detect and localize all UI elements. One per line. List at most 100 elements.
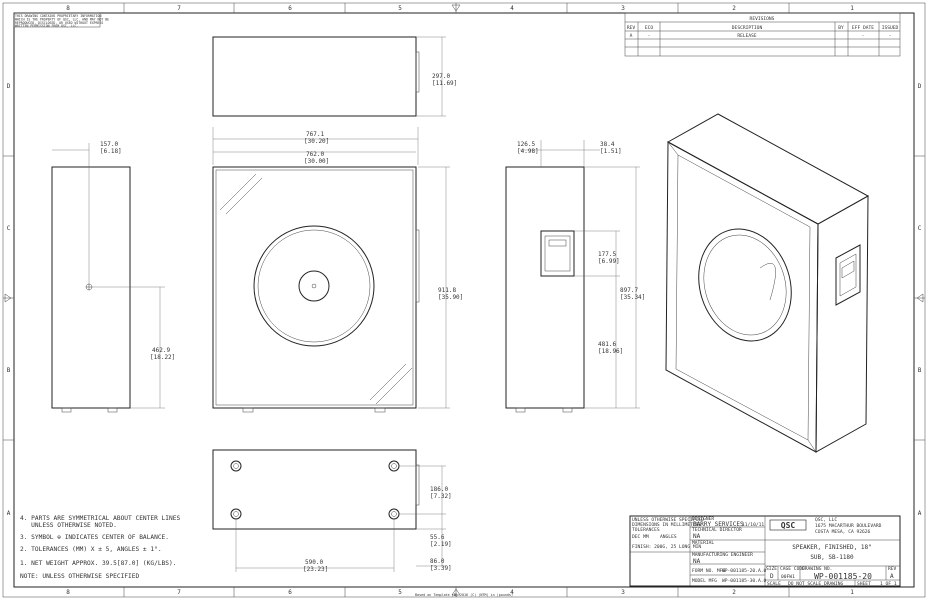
dim-front-width-outer-in: [30.20] bbox=[304, 138, 329, 145]
bottom-view: 186.0 [7.32] 55.6 [2.19] 86.0 [3.39] 590… bbox=[212, 449, 452, 573]
proprietary-notice: THIS DRAWING CONTAINS PROPRIETARY INFORM… bbox=[13, 12, 109, 28]
iso-woofer bbox=[698, 228, 792, 342]
rev-cell: A bbox=[630, 33, 633, 39]
front-width-dims: 767.1 [30.20] 762.0 [30.00] bbox=[212, 127, 419, 165]
dim-front-height-in: [35.90] bbox=[438, 294, 463, 301]
scale-label: SCALE bbox=[767, 581, 781, 587]
dim-right-depth: 126.5 bbox=[517, 141, 535, 148]
spec-line: UNLESS OTHERWISE SPECIFIED bbox=[632, 517, 704, 523]
material-label: MATERIAL bbox=[692, 540, 714, 546]
dim-panel-floor: 481.6 bbox=[598, 341, 616, 348]
title-block: UNLESS OTHERWISE SPECIFIED DIMENSIONS IN… bbox=[629, 515, 901, 587]
dim-front-width: 762.0 bbox=[306, 151, 324, 158]
tech-value: NA bbox=[693, 533, 701, 540]
dim-panel-height: 177.5 bbox=[598, 251, 616, 258]
dim-bottom-depth-in: [7.32] bbox=[430, 493, 452, 500]
dwg-label: DRAWING NO. bbox=[802, 566, 832, 572]
dim-side-cg-height-in: [18.22] bbox=[150, 354, 175, 361]
rev-header: REV bbox=[627, 25, 636, 31]
col-label: 2 bbox=[732, 5, 736, 12]
note-line: 3. SYMBOL ⊕ INDICATES CENTER OF BALANCE. bbox=[20, 534, 169, 541]
col-label: 5 bbox=[398, 5, 402, 12]
iso-connector-icon bbox=[841, 260, 855, 279]
dim-bottom-foot: 55.6 bbox=[430, 534, 445, 541]
model-label: MODEL MFG bbox=[692, 578, 717, 584]
dim-right-height: 897.7 bbox=[620, 287, 638, 294]
rev-cell: RELEASE bbox=[737, 33, 757, 39]
top-view: 297.0 [11.69] bbox=[212, 36, 457, 117]
dim-top-height-in: [11.69] bbox=[432, 80, 457, 87]
spec-line: FINISH: 200G, 25 LONG MIN bbox=[632, 544, 701, 550]
logo-text: QSC bbox=[781, 521, 796, 530]
cage-label: CAGE CODE bbox=[780, 566, 805, 572]
column-labels: 8 7 6 5 4 3 2 1 8 7 6 5 4 3 2 1 bbox=[66, 5, 854, 596]
connector-icon bbox=[548, 239, 567, 247]
template-footer: Based on Template (B) 2016 (C) (NTM) in … bbox=[415, 593, 513, 597]
designer-name: BARRY SERVICES bbox=[693, 521, 744, 528]
note-line: UNLESS OTHERWISE NOTED. bbox=[20, 522, 117, 529]
foot-icon bbox=[388, 508, 400, 520]
col-label: 2 bbox=[732, 589, 736, 596]
inner-border bbox=[13, 12, 915, 588]
col-label: 4 bbox=[510, 589, 514, 596]
isometric-view bbox=[665, 113, 870, 453]
iso-input-panel bbox=[835, 244, 861, 306]
right-side-view: 126.5 [4.98] 38.4 [1.51] 177.5 [6.99] 48… bbox=[505, 140, 645, 413]
col-label: 1 bbox=[850, 589, 854, 596]
spec-line: DIMENSIONS IN MILLIMETERS bbox=[632, 522, 701, 528]
mfg-label: MANUFACTURING ENGINEER bbox=[692, 552, 753, 558]
col-label: 5 bbox=[398, 589, 402, 596]
form-value: WP-001185-20.A.0 bbox=[722, 568, 766, 574]
zone-ticks bbox=[3, 3, 925, 597]
woofer-outer bbox=[253, 225, 375, 347]
col-label: 7 bbox=[177, 5, 181, 12]
sheet-label: SHEET bbox=[857, 581, 871, 587]
col-label: 8 bbox=[66, 589, 70, 596]
bottom-center-arrow bbox=[451, 588, 461, 596]
rev-header: ISSUED bbox=[882, 25, 899, 31]
rev-label: REV bbox=[888, 566, 897, 572]
dim-panel-floor-in: [18.96] bbox=[598, 348, 623, 355]
note-line: 2. TOLERANCES (MM) X ± 5, ANGLES ± 1°. bbox=[20, 545, 162, 553]
row-label: D bbox=[7, 83, 11, 90]
woofer-dustcap bbox=[298, 270, 330, 302]
note-line: 4. PARTS ARE SYMMETRICAL ABOUT CENTER LI… bbox=[20, 515, 180, 522]
row-label: B bbox=[918, 367, 922, 374]
input-panel bbox=[540, 230, 575, 277]
left-center-arrow bbox=[4, 293, 12, 303]
company-city: COSTA MESA, CA 92626 bbox=[815, 529, 871, 535]
dim-front-height: 911.8 bbox=[438, 287, 456, 294]
rev-header: ECO bbox=[645, 25, 654, 31]
rev-header: BY bbox=[838, 25, 844, 31]
dim-panel-height-in: [6.99] bbox=[598, 258, 620, 265]
col-label: 4 bbox=[510, 5, 514, 12]
col-label: 3 bbox=[621, 5, 625, 12]
col-label: 8 bbox=[66, 5, 70, 12]
col-label: 6 bbox=[288, 589, 292, 596]
spec-line: TOLERANCES bbox=[632, 527, 660, 533]
size-value: D bbox=[770, 573, 774, 580]
model-value: WP-001185-30.A.0 bbox=[722, 578, 766, 584]
drawing-subtitle: SUB, SB-1180 bbox=[810, 554, 854, 561]
rev-value: A bbox=[890, 573, 894, 580]
general-notes: 4. PARTS ARE SYMMETRICAL ABOUT CENTER LI… bbox=[20, 515, 180, 580]
dim-bottom-width-in: [23.23] bbox=[303, 566, 328, 573]
row-labels: D C B A D C B A bbox=[7, 83, 922, 517]
dim-side-cg: 157.0 bbox=[100, 141, 118, 148]
dim-side-cg-in: [6.18] bbox=[100, 148, 122, 155]
designer-label: DESIGNER bbox=[692, 516, 714, 522]
revisions-table: REVISIONS REV ECO DESCRIPTION BY EFF DAT… bbox=[624, 12, 901, 57]
row-label: D bbox=[918, 83, 922, 90]
spec-line: ANGLES bbox=[660, 534, 677, 540]
mfg-value: NA bbox=[693, 558, 701, 565]
woofer-surround bbox=[257, 229, 371, 343]
company-address: 1675 MACARTHUR BOULEVARD bbox=[815, 523, 882, 529]
col-label: 3 bbox=[621, 589, 625, 596]
note-line: NOTE: UNLESS OTHERWISE SPECIFIED bbox=[20, 573, 139, 580]
notice-line: THIS DRAWING CONTAINS PROPRIETARY INFORM… bbox=[15, 14, 101, 18]
dim-right-depth-in: [4.98] bbox=[517, 148, 539, 155]
dim-side-cg-height: 462.9 bbox=[152, 347, 170, 354]
dim-bottom-foot-in: [2.19] bbox=[430, 541, 452, 548]
foot-icon bbox=[230, 460, 242, 472]
